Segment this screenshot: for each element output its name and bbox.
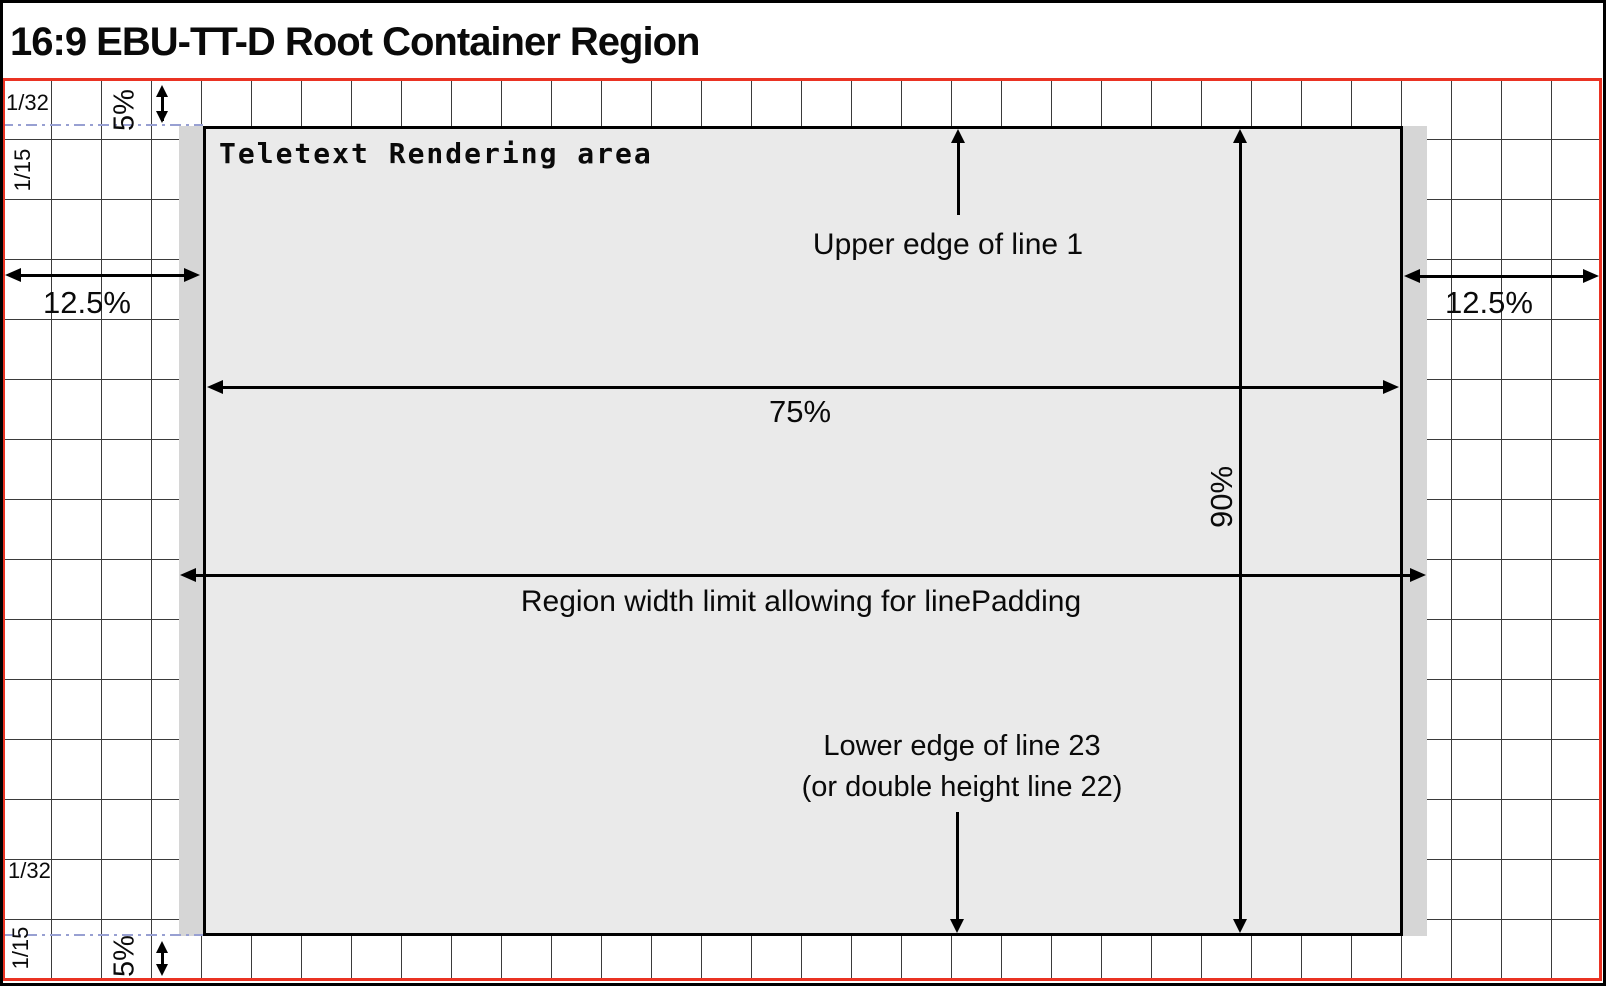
label-grid-cell-width-top: 1/32 [6, 90, 49, 115]
arrowhead-down-icon [950, 919, 964, 933]
arrow-line [16, 274, 188, 277]
arrowhead-right-icon [1583, 269, 1599, 283]
arrow-line [1239, 140, 1242, 922]
arrowhead-up-icon [156, 85, 168, 97]
label-lower-edge-line1: Lower edge of line 23 [823, 730, 1101, 762]
label-height-90pct: 90% [1204, 465, 1239, 529]
arrowhead-left-icon [5, 268, 21, 282]
label-bottom-5pct: 5% [108, 935, 141, 977]
page-title: 16:9 EBU-TT-D Root Container Region [10, 20, 700, 64]
arrowhead-up-icon [156, 941, 168, 953]
arrow-line [1415, 275, 1587, 278]
label-left-12-5pct: 12.5% [43, 285, 131, 320]
label-grid-cell-width-bottom: 1/32 [8, 858, 51, 883]
arrowhead-left-icon [1404, 269, 1420, 283]
arrow-line [161, 95, 164, 121]
arrow-line [956, 812, 959, 920]
label-region-width-limit: Region width limit allowing for linePadd… [520, 585, 1082, 618]
arrow-line [218, 386, 1388, 389]
guide-line-top-5pct [2, 124, 203, 126]
line-padding-band-right [1403, 126, 1427, 936]
label-width-75pct: 75% [768, 394, 832, 429]
arrow-line [957, 140, 960, 215]
label-grid-row-height-bottom: 1/15 [8, 926, 33, 970]
arrowhead-right-icon [1383, 380, 1399, 394]
arrow-line [192, 574, 1414, 577]
teletext-rendering-area: Teletext Rendering area [203, 126, 1403, 936]
arrowhead-up-icon [1233, 129, 1247, 143]
label-upper-edge: Upper edge of line 1 [812, 228, 1084, 261]
label-lower-edge-line2: (or double height line 22) [801, 771, 1123, 803]
arrowhead-right-icon [184, 268, 200, 282]
label-right-12-5pct: 12.5% [1445, 285, 1533, 320]
arrow-line [161, 950, 164, 968]
teletext-area-label: Teletext Rendering area [219, 137, 653, 170]
guide-line-bottom-5pct [2, 934, 203, 936]
label-top-5pct: 5% [108, 89, 141, 131]
line-padding-band-left [179, 126, 203, 936]
arrowhead-down-icon [1233, 919, 1247, 933]
arrowhead-down-icon [156, 111, 168, 123]
label-grid-row-height-top: 1/15 [10, 148, 35, 192]
arrowhead-left-icon [207, 380, 223, 394]
arrowhead-up-icon [951, 129, 965, 143]
arrowhead-down-icon [156, 964, 168, 976]
arrowhead-right-icon [1410, 568, 1426, 582]
arrowhead-left-icon [180, 568, 196, 582]
label-lower-edge: Lower edge of line 23 (or double height … [802, 726, 1123, 808]
